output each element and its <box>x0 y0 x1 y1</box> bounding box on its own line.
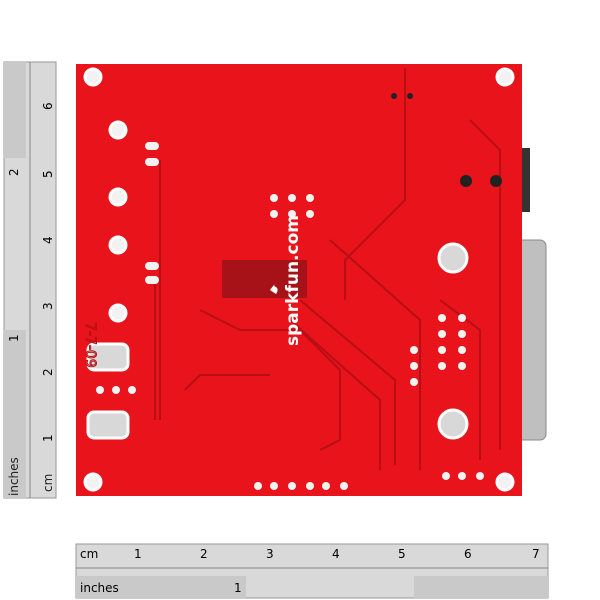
screw-pads <box>86 242 469 440</box>
cm-tick: 6 <box>41 102 55 110</box>
date-silkscreen: 7-7-09 <box>82 322 98 368</box>
cm-tick: 4 <box>41 236 55 244</box>
cm-tick: 5 <box>41 170 55 178</box>
ruler-inch-label: inches <box>80 581 119 595</box>
bottom-ruler: cm 1 2 3 4 5 6 7 inches 1 <box>75 543 549 599</box>
cm-tick: 2 <box>41 368 55 376</box>
cm-tick: 5 <box>398 547 406 561</box>
brand-silkscreen: sparkfun.com <box>283 215 303 346</box>
sparkfun-flame-logo-icon <box>270 284 278 294</box>
ground-pour <box>222 260 307 298</box>
cm-tick: 2 <box>200 547 208 561</box>
mounting-holes <box>83 67 515 492</box>
traces <box>154 68 501 470</box>
inch-tick: 1 <box>234 581 242 595</box>
small-pads <box>96 142 484 490</box>
vias-black <box>391 93 502 187</box>
cm-tick: 3 <box>266 547 274 561</box>
cm-tick: 1 <box>41 434 55 442</box>
inch-tick: 1 <box>7 334 21 342</box>
cm-tick: 7 <box>532 547 540 561</box>
large-pads <box>108 120 128 323</box>
inch-tick: 2 <box>7 168 21 176</box>
ruler-cm-label: cm <box>41 474 55 492</box>
cm-tick: 3 <box>41 302 55 310</box>
cm-tick: 4 <box>332 547 340 561</box>
ruler-inch-label: inches <box>7 457 21 496</box>
ruler-cm-label: cm <box>80 547 98 561</box>
cm-tick: 1 <box>134 547 142 561</box>
cm-tick: 6 <box>464 547 472 561</box>
left-ruler: cm 1 2 3 4 5 6 inches 1 2 <box>3 61 57 499</box>
